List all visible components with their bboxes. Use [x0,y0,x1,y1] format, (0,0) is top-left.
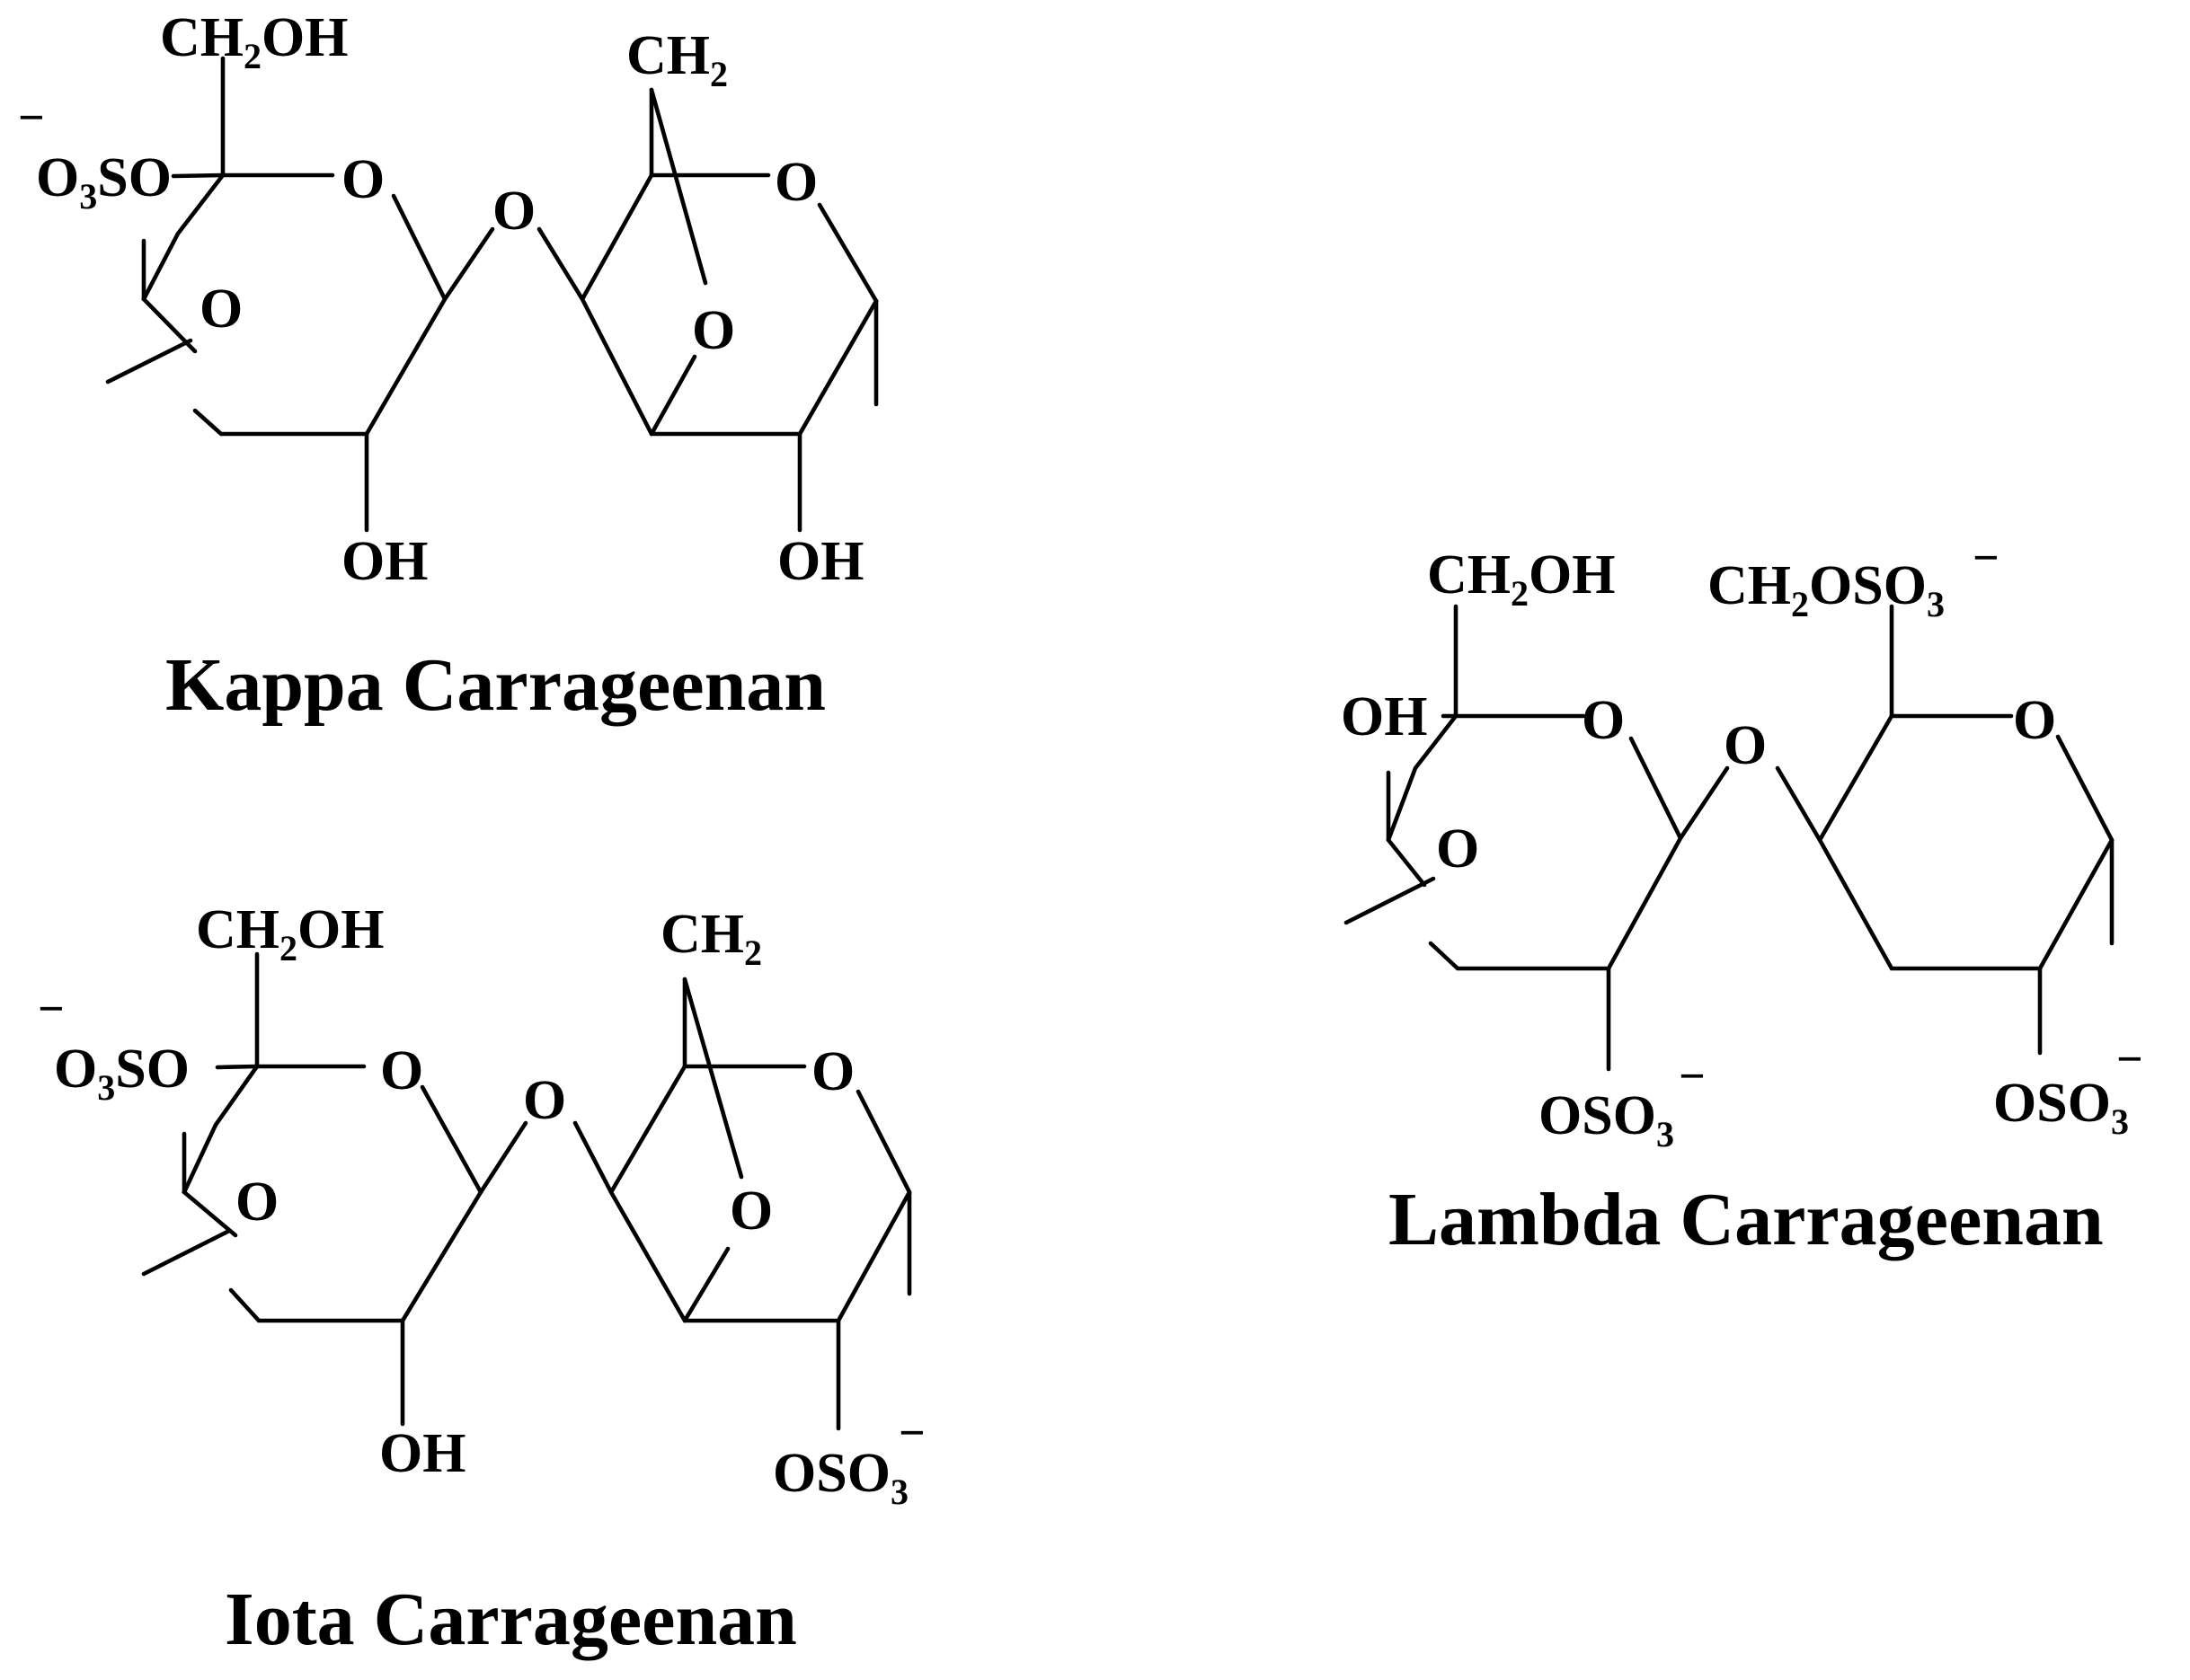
kappa-oh-right: OH [777,531,864,592]
lambda-ch2oh-label: CH2OH [1427,544,1615,614]
iota-oh-left: OH [379,1423,465,1484]
kappa-bonds [105,56,879,533]
kappa-bridge-oxygen: O [492,181,536,242]
lambda-ch2oso3-label: CH2OSO3 [1707,555,1945,624]
lambda-caption: Lambda Carrageenan [1388,1178,2104,1261]
lambda-bonds [1343,604,2115,1072]
iota-ch2oh-label: CH2OH [196,899,384,968]
lambda-atom-labels: CH2OH CH2OSO3 − OH O O O O OSO3 − OSO3 − [1341,533,2143,1154]
lambda-carrageenan-structure: CH2OH CH2OSO3 − OH O O O O OSO3 − OSO3 −… [1341,533,2143,1261]
kappa-atom-labels: CH2OH − O3SO O O O CH2 O O OH OH [18,7,864,592]
iota-oso3-label: OSO3 [773,1443,909,1512]
lambda-bridge-oxygen: O [1724,715,1767,776]
iota-ring1-oxygen: O [380,1040,423,1101]
iota-bonds [141,951,912,1431]
lambda-oso3-right-charge: − [2116,1034,2143,1085]
kappa-ch2-label: CH2 [626,25,728,94]
kappa-caption: Kappa Carrageenan [165,643,826,727]
kappa-ch2oh-label: CH2OH [160,7,348,76]
iota-sulfate-charge: − [38,984,65,1035]
iota-bridge-oxygen: O [523,1070,566,1131]
iota-ring2-oxygen: O [811,1041,855,1102]
kappa-carrageenan-structure: CH2OH − O3SO O O O CH2 O O OH OH Kappa C… [18,7,879,727]
kappa-sulfate-label: O3SO [36,147,172,217]
iota-sulfate-label: O3SO [54,1039,190,1108]
kappa-inner-oxygen: O [199,279,243,340]
iota-caption: Iota Carrageenan [225,1578,797,1661]
iota-oso3-charge: − [899,1408,926,1459]
kappa-oh-left: OH [341,531,428,592]
kappa-ring2-oxygen: O [775,152,818,213]
iota-anhydro-oxygen: O [730,1180,773,1242]
lambda-ch2oso3-charge: − [1973,533,1999,584]
lambda-oso3-right-label: OSO3 [1993,1073,2129,1142]
iota-inner-oxygen: O [235,1172,279,1233]
kappa-anhydro-oxygen: O [692,300,735,361]
kappa-ring1-oxygen: O [341,149,385,210]
iota-ch2-label: CH2 [661,904,762,973]
iota-atom-labels: CH2OH − O3SO O O O CH2 O O OH OSO3 − [38,899,926,1512]
lambda-oh-top: OH [1341,686,1427,747]
lambda-oso3-left-label: OSO3 [1538,1085,1674,1154]
lambda-ring2-oxygen: O [2013,690,2056,751]
lambda-oso3-left-charge: − [1679,1051,1706,1102]
iota-carrageenan-structure: CH2OH − O3SO O O O CH2 O O OH OSO3 − Iot… [38,899,926,1661]
kappa-sulfate-charge: − [18,93,45,144]
lambda-ring1-oxygen: O [1582,690,1625,751]
lambda-inner-oxygen: O [1436,818,1479,880]
